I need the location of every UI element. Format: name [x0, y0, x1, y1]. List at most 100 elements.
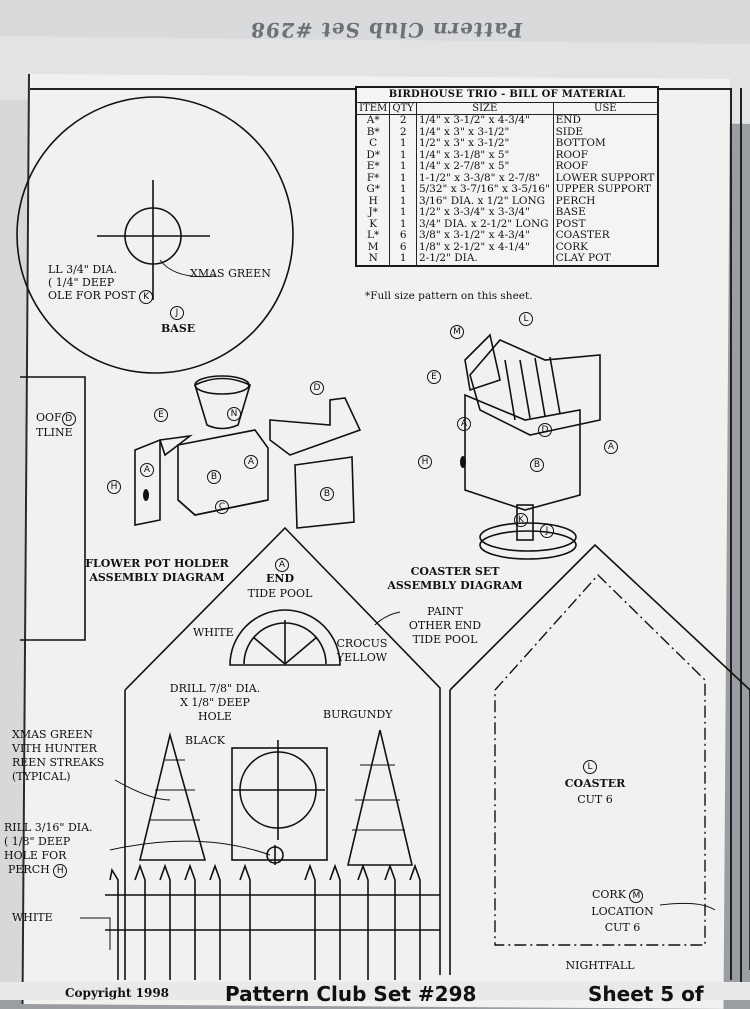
part-b-ref-3: B [530, 458, 544, 472]
bom-cell-use: SIDE [555, 125, 584, 138]
part-j-ref-2: J [540, 524, 554, 538]
roof-outline-line2: TLINE [36, 426, 73, 439]
paint-line3: TIDE POOL [412, 633, 478, 646]
bom-cell-qty: 1 [389, 218, 417, 230]
drill-line3: HOLE [198, 710, 232, 723]
bom-cell-use: CLAY POT [555, 252, 611, 264]
coaster-label: COASTER [564, 777, 626, 790]
coaster-set-drawing [464, 333, 601, 560]
base-color: XMAS GREEN [190, 267, 271, 280]
bom-cell-item: L* [357, 229, 391, 242]
perch-line2: ( 1/8" DEEP [4, 835, 71, 848]
bom-cell-qty: 1 [389, 160, 417, 173]
coaster-set-title-2: ASSEMBLY DIAGRAM [387, 579, 523, 592]
coaster-outline [449, 543, 750, 975]
bom-cell-use: COASTER [555, 229, 610, 241]
paint-line2: OTHER END [408, 619, 482, 632]
bom-cell-use: UPPER SUPPORT [555, 183, 652, 195]
bom-cell-size: 5/32" x 3-7/16" x 3-5/16" [416, 183, 554, 196]
bom-cell-size: 1/4" x 3-1/8" x 5" [416, 149, 554, 161]
perch-line4: PERCH H [8, 863, 68, 878]
right-tree [346, 729, 414, 866]
crocus-line2: YELLOW [336, 651, 388, 664]
bom-cell-qty: 6 [389, 229, 417, 242]
part-k-ref: K [139, 290, 154, 304]
base-drill-line2: ( 1/4" DEEP [48, 276, 115, 289]
part-e-ref: E [154, 408, 168, 422]
roof-outline-box [20, 376, 86, 641]
bom-cell-qty: 1 [389, 137, 417, 150]
fence-color: WHITE [12, 911, 53, 924]
xmas-line2: VITH HUNTER [12, 742, 97, 755]
outer-border-line [740, 88, 742, 988]
picket-fence [109, 863, 421, 980]
bom-cell-item: E* [357, 160, 391, 173]
bom-cell-use: POST [555, 217, 586, 230]
bom-cell-item: J* [357, 206, 391, 219]
bom-title: BIRDHOUSE TRIO - BILL OF MATERIAL [357, 88, 657, 103]
bom-cell-item: B* [357, 126, 391, 138]
base-label: BASE [161, 322, 196, 335]
bom-cell-item: M [357, 241, 391, 253]
window-color: WHITE [193, 626, 234, 639]
cork-label: CORK M [592, 889, 644, 903]
bom-cell-qty: 1 [389, 149, 417, 161]
bom-cell-use: CORK [555, 240, 589, 253]
cork-location: LOCATION [591, 905, 654, 918]
bom-col-size: SIZE [416, 102, 554, 115]
bom-cell-size: 1/2" x 3-3/4" x 3-3/4" [416, 206, 554, 219]
base-drill-text: OLE FOR POST [48, 289, 136, 302]
bill-of-material: BIRDHOUSE TRIO - BILL OF MATERIAL ITEM Q… [355, 86, 659, 267]
part-a-ref-3: A [457, 417, 471, 431]
bom-cell-size: 3/4" DIA. x 2-1/2" LONG [416, 218, 554, 230]
crocus-line1: CROCUS [336, 637, 388, 650]
bom-cell-item: C [357, 137, 391, 150]
bom-cell-size: 3/16" DIA. x 1/2" LONG [416, 195, 554, 207]
part-d-ref-2: D [538, 423, 552, 437]
bom-cell-item: F* [357, 172, 391, 184]
bom-col-qty: QTY [389, 102, 417, 115]
bom-cell-qty: 6 [389, 241, 417, 253]
part-b-ref: B [207, 470, 221, 484]
bom-cell-size: 1/8" x 2-1/2" x 4-1/4" [416, 241, 554, 253]
part-j-ref: J [170, 306, 184, 320]
bom-cell-use: END [555, 114, 581, 126]
perch-text: PERCH [8, 863, 50, 876]
flower-pot-title-1: FLOWER POT HOLDER [85, 557, 229, 570]
coaster-color: NIGHTFALL [565, 959, 635, 972]
coaster-ref: L [583, 760, 597, 774]
bom-cell-qty: 2 [389, 126, 417, 138]
bom-cell-qty: 1 [389, 183, 417, 196]
bom-cell-item: A* [357, 114, 391, 127]
end-color: TIDE POOL [247, 587, 313, 600]
bom-cell-qty: 1 [389, 206, 417, 219]
drill-line2: X 1/8" DEEP [180, 696, 250, 709]
part-a-ref-4: A [604, 440, 618, 454]
bom-cell-use: BASE [555, 206, 586, 218]
part-k-ref-2: K [514, 513, 528, 527]
bom-cell-size: 1/2" x 3" x 3-1/2" [416, 137, 554, 150]
bom-cell-item: G* [357, 183, 391, 196]
arched-window [229, 609, 341, 666]
filled-parts [143, 456, 466, 501]
bom-cell-item: N [357, 252, 391, 265]
bom-cell-use: PERCH [555, 194, 596, 207]
perch-line1: RILL 3/16" DIA. [4, 821, 93, 834]
bom-cell-item: D* [357, 149, 391, 161]
xmas-line4: (TYPICAL) [12, 770, 71, 783]
bom-cell-size: 1/4" x 2-7/8" x 5" [416, 160, 554, 173]
part-c-ref: C [215, 500, 229, 514]
bom-cell-qty: 1 [389, 172, 417, 184]
coaster-cut: CUT 6 [577, 793, 613, 806]
base-circle [16, 96, 294, 374]
